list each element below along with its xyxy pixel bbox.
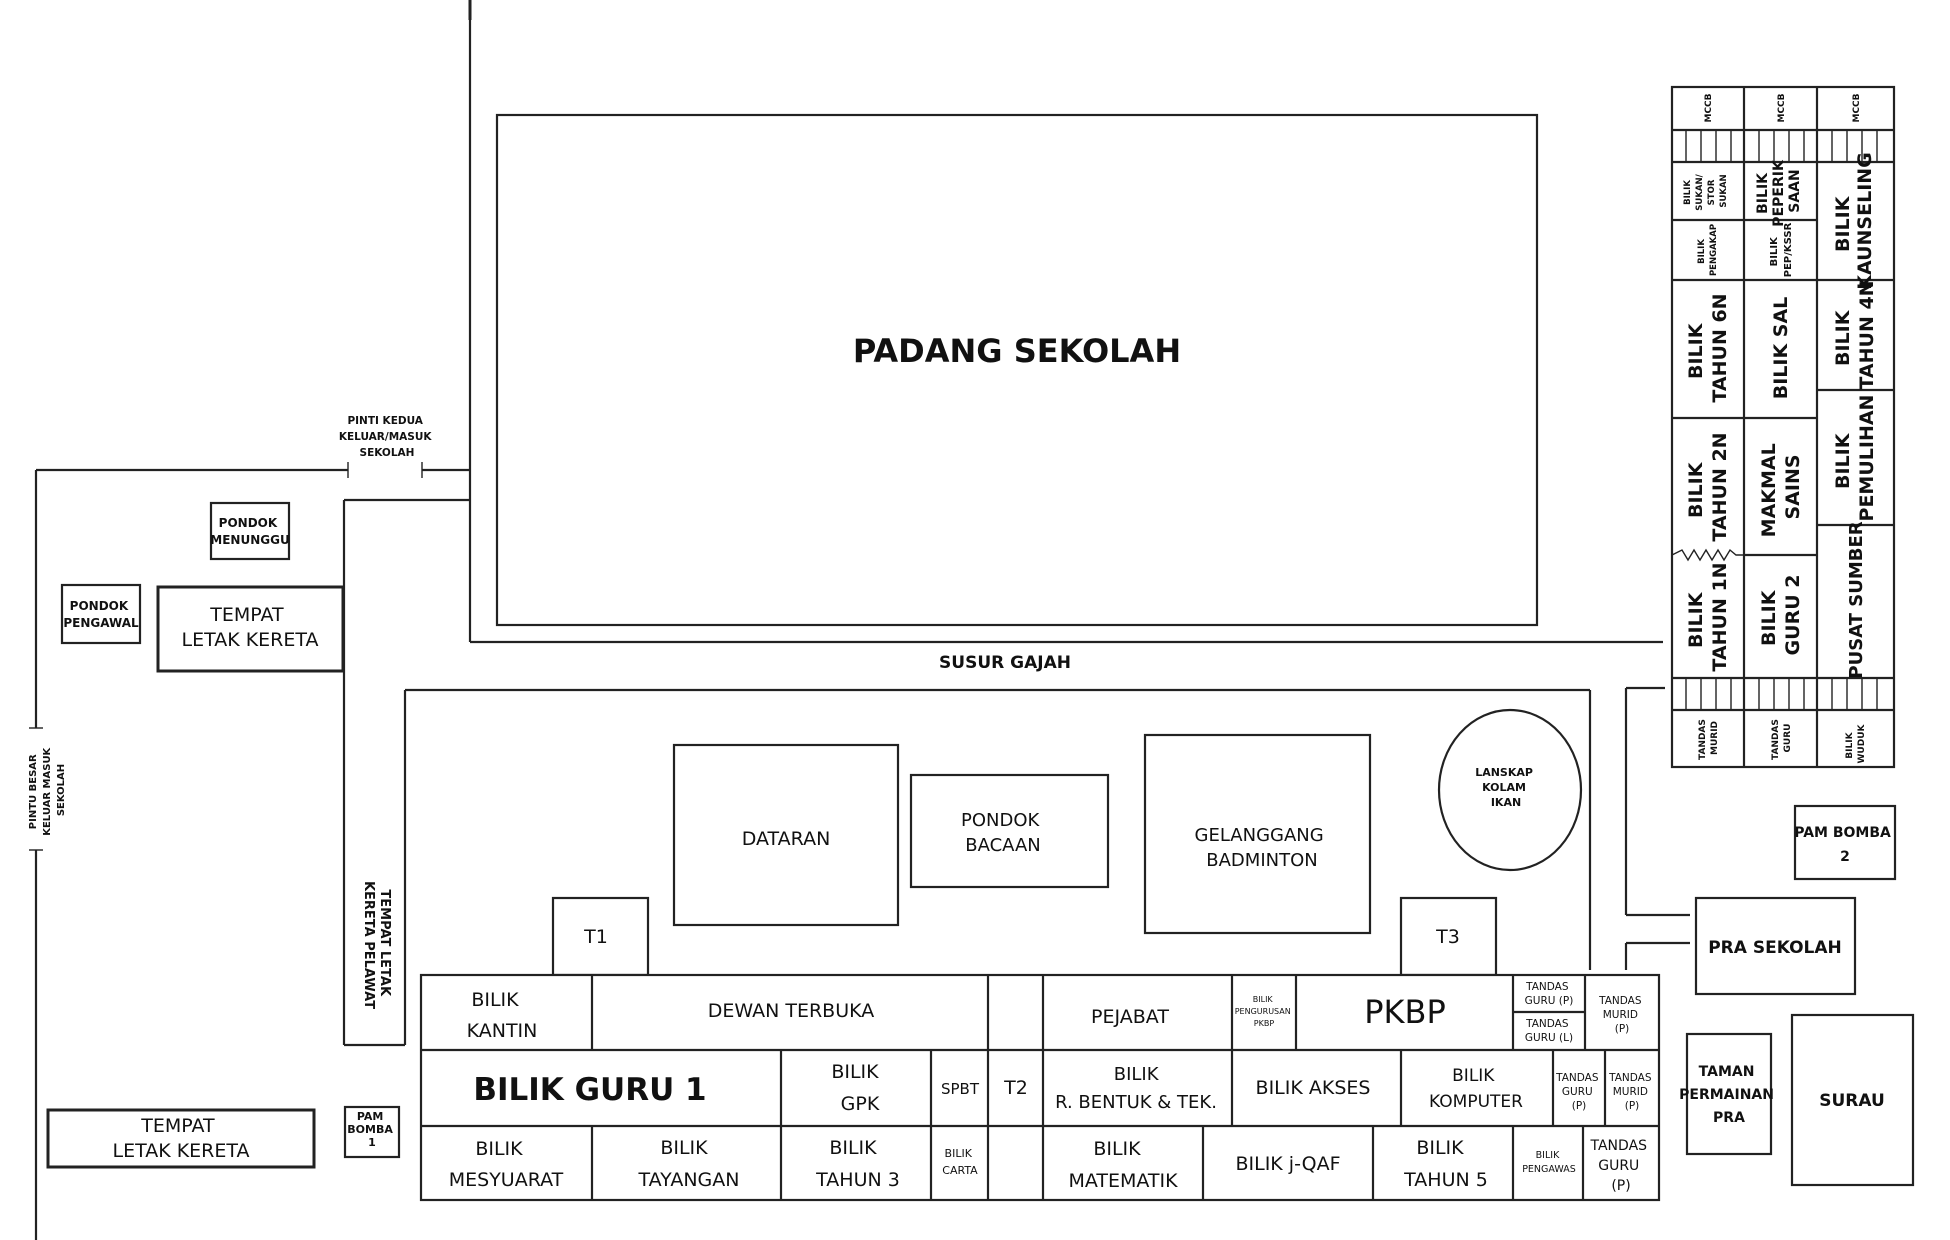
makmal-sains-label: MAKMAL SAINS [1758, 437, 1804, 538]
mccb-2-label: MCCB [1777, 93, 1787, 122]
bilik-sukan-label: BILIK SUKAN/ STOR SUKAN [1683, 171, 1729, 210]
t1 [551, 896, 650, 977]
tandas-murid-p2-label: TANDAS MURID (P) [1608, 1072, 1655, 1112]
pondok-menunggu-label: PONDOK MENUNGGU [210, 516, 289, 547]
taman-permainan-label: TAMAN PERMAINAN PRA [1679, 1064, 1779, 1126]
tandas-guru-v-label: TANDAS GURU [1771, 716, 1793, 760]
pra-sekolah [1694, 896, 1857, 996]
mccb-1-label: MCCB [1704, 93, 1714, 122]
tandas-murid-v-label: TANDAS MURID [1698, 716, 1720, 760]
bilik-akses-label: BILIK AKSES [1256, 1077, 1371, 1099]
bilik-kantin-label: BILIK KANTIN [467, 989, 538, 1042]
spbt-label: SPBT [941, 1080, 980, 1098]
t2-label: T2 [1003, 1077, 1028, 1099]
right-building [1670, 85, 1896, 769]
tempat-letak-kereta-2-label: TEMPAT LETAK KERETA [112, 1115, 249, 1162]
surau-label: SURAU [1819, 1091, 1885, 1111]
bilik-tahun5-label: BILIK TAHUN 5 [1403, 1137, 1488, 1191]
tempat-letak-kereta-1 [156, 585, 345, 673]
main-building [419, 973, 1661, 1202]
pam-bomba-2-label: PAM BOMBA 2 [1794, 825, 1896, 865]
gelanggang-badminton [1143, 733, 1372, 935]
bilik-pemulihan-label: BILIK PEMULIHAN [1832, 395, 1878, 522]
mccb-3-label: MCCB [1852, 93, 1862, 122]
pondok-bacaan [909, 773, 1110, 889]
t3-label: T3 [1435, 926, 1460, 948]
pejabat-label: PEJABAT [1091, 1006, 1169, 1028]
pam-bomba-2 [1793, 804, 1897, 881]
bilik-tahun1n-label: BILIK TAHUN 1N [1685, 562, 1731, 671]
tandas-guru-l-label: TANDAS GURU (L) [1525, 1018, 1573, 1044]
bilik-carta-label: BILIK CARTA [942, 1147, 978, 1177]
bilik-tahun3-label: BILIK TAHUN 3 [815, 1137, 900, 1191]
pondok-menunggu [209, 501, 291, 561]
surau [1790, 1013, 1915, 1187]
pintu-besar-label: PINTU BESAR KELUAR MASUK SEKOLAH [28, 744, 67, 836]
pondok-bacaan-label: PONDOK BACAAN [961, 810, 1045, 856]
pra-sekolah-label: PRA SEKOLAH [1708, 938, 1842, 958]
bilik-pengakap-label: BILIK PENGAKAP [1697, 224, 1719, 276]
bilik-pengurusan-label: BILIK PENGURUSAN PKBP [1235, 995, 1294, 1028]
tempat-letak-kereta-2 [46, 1108, 316, 1169]
bilik-peperiksaan-label: BILIK PEPERIK SAAN [1755, 155, 1803, 226]
bilik-komputer-label: BILIK KOMPUTER [1429, 1066, 1523, 1112]
bilik-rbentuk-label: BILIK R. BENTUK & TEK. [1055, 1064, 1217, 1113]
bilik-matematik-label: BILIK MATEMATIK [1068, 1138, 1178, 1192]
boundary-lines [29, 0, 1690, 1240]
bilik-guru2-label: BILIK GURU 2 [1758, 575, 1804, 656]
pkbp-label: PKBP [1364, 993, 1446, 1031]
bilik-tahun2n-label: BILIK TAHUN 2N [1685, 432, 1731, 541]
tandas-guru-p2-label: TANDAS GURU (P) [1555, 1072, 1602, 1112]
bilik-tahun6n-label: BILIK TAHUN 6N [1685, 293, 1731, 402]
susur-gajah-label: SUSUR GAJAH [939, 653, 1071, 673]
pam-bomba-1-label: PAM BOMBA 1 [347, 1110, 396, 1149]
bilik-kaunseling-label: BILIK KAUNSELING [1832, 152, 1876, 290]
bilik-pengawas-label: BILIK PENGAWAS [1522, 1150, 1576, 1175]
bilik-guru-1-label: BILIK GURU 1 [473, 1072, 706, 1108]
bilik-wuduk-label: BILIK WUDUK [1845, 723, 1867, 763]
pam-bomba-1 [343, 1105, 401, 1159]
dataran [672, 743, 900, 927]
dataran-label: DATARAN [742, 828, 831, 850]
tandas-guru-p1-label: TANDAS GURU (P) [1525, 981, 1574, 1007]
bilik-tahun4n-label: BILIK TAHUN 4N [1832, 280, 1878, 389]
t1-label: T1 [583, 926, 608, 948]
pinti-kedua-label: PINTI KEDUA KELUAR/MASUK SEKOLAH [339, 415, 435, 459]
bilik-mesyuarat-label: BILIK MESYUARAT [449, 1138, 564, 1191]
pondok-pengawal-label: PONDOK PENGAWAL [63, 599, 139, 630]
gelanggang-badminton-label: GELANGGANG BADMINTON [1195, 825, 1330, 871]
tandas-guru-p3-label: TANDAS GURU (P) [1590, 1138, 1652, 1194]
tempat-letak-kereta-1-label: TEMPAT LETAK KERETA [181, 604, 318, 651]
padang-sekolah-area [495, 113, 1539, 627]
tandas-murid-p1-label: TANDAS MURID (P) [1598, 995, 1645, 1035]
taman-permainan-pra [1685, 1032, 1773, 1156]
padang-sekolah-label: PADANG SEKOLAH [853, 332, 1181, 370]
pondok-pengawal [60, 583, 142, 645]
bilik-jqaf-label: BILIK j-QAF [1235, 1153, 1340, 1175]
bilik-pep-label: BILIK PEP/KSSR [1769, 222, 1794, 277]
bilik-sal-label: BILIK SAL [1770, 297, 1792, 400]
lanskap-kolam-ikan [1437, 708, 1583, 872]
pusat-sumber-label: PUSAT SUMBER [1846, 521, 1867, 678]
bilik-gpk-label: BILIK GPK [831, 1061, 884, 1115]
dewan-terbuka-label: DEWAN TERBUKA [708, 1000, 875, 1022]
tempat-kereta-pelawat-label: TEMPAT LETAK KERETA PELAWAT [361, 881, 392, 1009]
bilik-tayangan-label: BILIK TAYANGAN [638, 1137, 740, 1191]
lanskap-kolam-ikan-label: LANSKAP KOLAM IKAN [1475, 766, 1537, 809]
